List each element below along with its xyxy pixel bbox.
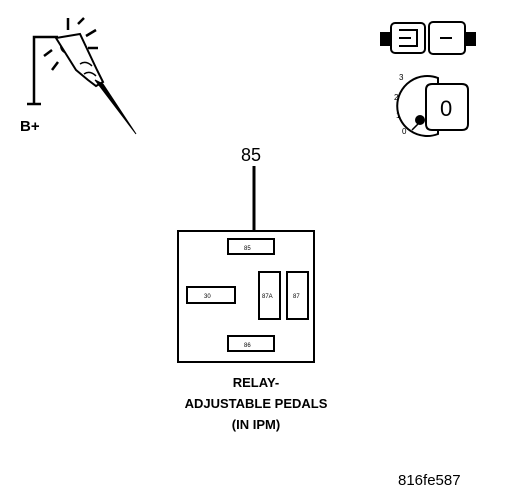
relay-caption: RELAY- ADJUSTABLE PEDALS (IN IPM) [0, 372, 512, 435]
ignition-pos-1: 1 [396, 111, 401, 120]
relay-pin-87a-label: 87A [262, 294, 273, 300]
relay-pin-86 [227, 335, 275, 352]
test-light-icon [27, 17, 137, 135]
figure-id: 816fe587 [398, 472, 461, 489]
ground-label: B+ [20, 118, 40, 135]
ignition-pos-2: 2 [394, 93, 399, 102]
relay-pin-85 [227, 238, 275, 255]
relay-pin-86-label: 86 [244, 343, 251, 349]
relay-caption-line-2: ADJUSTABLE PEDALS [184, 396, 328, 411]
relay-pin-87a [258, 271, 281, 320]
relay-pin-30 [186, 286, 236, 304]
ignition-key-icon [396, 75, 469, 137]
relay-caption-line-1: RELAY- [232, 375, 280, 390]
probe-pin-label: 85 [241, 145, 261, 165]
relay-pin-87 [286, 271, 309, 320]
relay-pin-87-label: 87 [293, 294, 300, 300]
connector-icon [380, 21, 476, 55]
ignition-pos-0: 0 [402, 127, 407, 136]
relay-caption-line-3: (IN IPM) [231, 417, 281, 432]
ignition-key-label: 0 [440, 96, 452, 121]
relay-pin-30-label: 30 [204, 294, 211, 300]
relay-pin-85-label: 85 [244, 246, 251, 252]
ignition-pos-3: 3 [399, 73, 404, 82]
